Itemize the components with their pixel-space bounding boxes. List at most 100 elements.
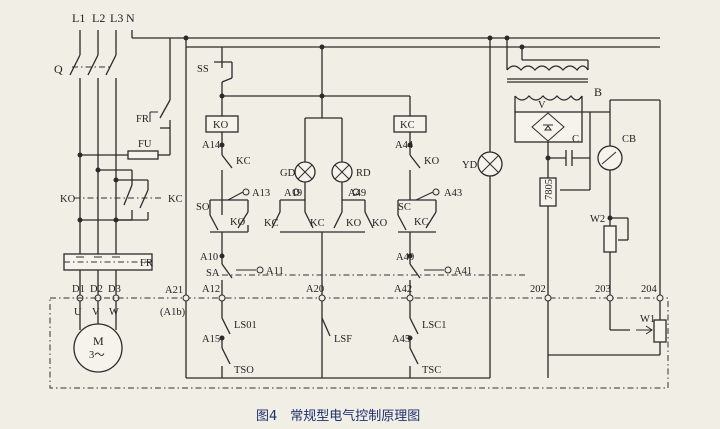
term-a44: A44 — [395, 140, 414, 151]
motor-label: M — [93, 334, 104, 348]
ko-coil-label: KO — [213, 120, 229, 131]
term-a20: A20 — [306, 284, 324, 295]
motor-leads — [76, 270, 120, 330]
fr-aux-contact — [149, 38, 171, 129]
sa-selector — [221, 256, 452, 298]
term-a45: A45 — [392, 334, 410, 345]
term-a13: A13 — [252, 188, 270, 199]
rd-label: RD — [356, 168, 371, 179]
regulator-7805 — [539, 177, 557, 378]
lsf-switch — [321, 317, 331, 337]
field-wiring-boundary — [49, 274, 669, 389]
term-203: 203 — [595, 284, 611, 295]
ls01-label: LS01 — [234, 320, 257, 331]
close-limit-switches — [406, 294, 419, 378]
sc-close-button — [397, 188, 440, 259]
so-open-button — [209, 188, 250, 259]
phase-label-l2: L2 — [92, 11, 105, 25]
gd-label: GD — [280, 168, 296, 179]
kc-coil — [393, 96, 427, 200]
term-a43: A43 — [444, 188, 462, 199]
motor-sub-label: 3～ — [89, 350, 105, 361]
ko-interlock-label-right: KO — [424, 156, 440, 167]
meter-cb — [582, 99, 661, 298]
w2-label: W2 — [590, 214, 605, 225]
ko-kc-main-contacts — [74, 169, 164, 223]
center-feed — [304, 47, 343, 162]
term-d3: D3 — [108, 284, 121, 295]
regulator-label: 7805 — [544, 179, 555, 200]
lamp-gd — [294, 161, 316, 200]
ko-selfhold-label: KO — [230, 217, 246, 228]
meter-label: CB — [622, 134, 636, 145]
sa-label: SA — [206, 268, 220, 279]
fr-contact-label: FR — [136, 114, 149, 125]
ko-lamp-label-2: KO — [372, 218, 388, 229]
term-a10: A10 — [200, 252, 218, 263]
ko-main-label: KO — [60, 194, 76, 205]
ko-coil — [205, 96, 239, 200]
phase-label-n: N — [126, 11, 135, 25]
term-d2: D2 — [90, 284, 103, 295]
left-control-rail — [182, 38, 490, 379]
fu-fuse — [80, 128, 171, 160]
fr-relay-label: FR — [140, 258, 153, 269]
sc-label: SC — [398, 202, 411, 213]
capacitor-c — [545, 112, 591, 191]
term-d1: D1 — [72, 284, 85, 295]
term-a14: A14 — [202, 140, 221, 151]
term-a19: A19 — [284, 188, 302, 199]
lamp-rd — [331, 161, 353, 200]
lamp-contacts — [271, 188, 374, 378]
term-a41: A41 — [454, 266, 472, 277]
kc-lamp-label-1: KC — [264, 218, 279, 229]
figure-caption: 图4 常规型电气控制原理图 — [256, 408, 420, 424]
kc-selfhold-label: KC — [414, 217, 429, 228]
potentiometer-w1 — [548, 301, 667, 356]
potentiometer-w2 — [603, 215, 629, 298]
term-u: U — [74, 307, 82, 318]
open-limit-switches — [218, 294, 231, 378]
breaker-q-label: Q — [54, 62, 63, 76]
neutral-bus — [131, 30, 660, 50]
lamp-yd — [477, 38, 503, 378]
w1-label: W1 — [640, 314, 655, 325]
phase-label-l1: L1 — [72, 11, 85, 25]
capacitor-label: C — [572, 134, 579, 145]
ss-stop-button — [214, 47, 410, 99]
kc-interlock-label-left: KC — [236, 156, 251, 167]
power-phase-wires — [69, 30, 117, 268]
term-a40: A40 — [396, 252, 414, 263]
kc-lamp-label-2: KC — [310, 218, 325, 229]
yd-label: YD — [462, 160, 478, 171]
lsf-label: LSF — [334, 334, 352, 345]
term-v: V — [92, 307, 100, 318]
kc-coil-label: KC — [400, 120, 415, 131]
transformer-b — [506, 38, 589, 112]
term-202: 202 — [530, 284, 546, 295]
term-a15: A15 — [202, 334, 220, 345]
term-a11: A11 — [266, 266, 284, 277]
so-label: SO — [196, 202, 210, 213]
kc-main-label: KC — [168, 194, 183, 205]
transformer-label: B — [594, 85, 602, 99]
term-a12: A12 — [202, 284, 220, 295]
motor-m — [73, 323, 123, 373]
ss-label: SS — [197, 64, 209, 75]
term-a42: A42 — [394, 284, 412, 295]
tso-label: TSO — [234, 365, 254, 376]
fu-label: FU — [138, 139, 152, 150]
ko-lamp-label-1: KO — [346, 218, 362, 229]
term-a21: A21 — [165, 285, 183, 296]
rectifier-v — [514, 111, 583, 178]
phase-label-l3: L3 — [110, 11, 123, 25]
fr-thermal-relay — [63, 253, 153, 271]
tsc-label: TSC — [422, 365, 441, 376]
rectifier-label: V — [538, 100, 546, 111]
term-w: W — [109, 307, 119, 318]
lsc1-label: LSC1 — [422, 320, 447, 331]
term-a49: A49 — [348, 188, 366, 199]
term-a1b: (A1b) — [160, 307, 186, 318]
